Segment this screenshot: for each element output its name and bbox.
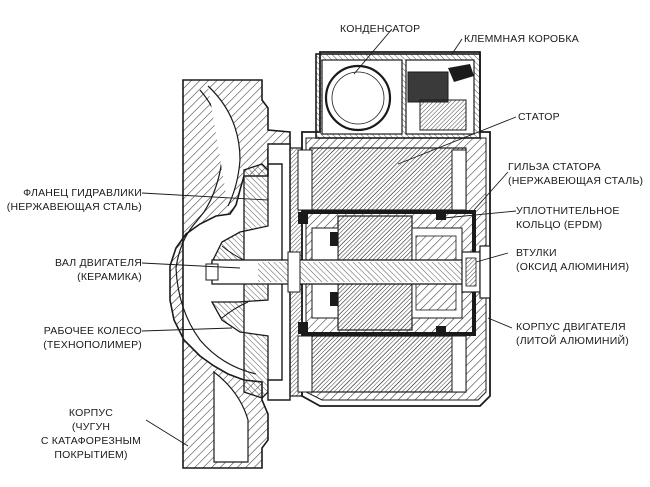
label-terminal-box: КЛЕММНАЯ КОРОБКА: [464, 33, 579, 45]
motor-shaft: [205, 259, 477, 285]
label-hydraulic-flange: ФЛАНЕЦ ГИДРАВЛИКИ (НЕРЖАВЕЮЩАЯ СТАЛЬ): [6, 187, 142, 213]
leader-motor-shaft: [141, 262, 241, 269]
leader-stator: [397, 116, 517, 165]
label-sealing-ring: УПЛОТНИТЕЛЬНОЕ КОЛЬЦО (EPDM): [516, 205, 620, 231]
label-motor-housing: КОРПУС ДВИГАТЕЛЯ (ЛИТОЙ АЛЮМИНИЙ): [516, 321, 629, 347]
leader-sealing-ring: [443, 210, 517, 219]
label-capacitor: КОНДЕНСАТОР: [340, 23, 421, 35]
leader-hydraulic-flange: [141, 192, 269, 201]
stator: [297, 147, 467, 393]
capacitor: [324, 64, 392, 132]
label-motor-shaft: ВАЛ ДВИГАТЕЛЯ (КЕРАМИКА): [54, 257, 142, 283]
leader-capacitor: [353, 28, 393, 75]
leader-motor-housing: [487, 317, 513, 329]
leader-terminal-box: [451, 38, 463, 55]
label-stator-sleeve: ГИЛЬЗА СТАТОРА (НЕРЖАВЕЮЩАЯ СТАЛЬ): [508, 161, 644, 187]
leader-stator-sleeve: [473, 171, 509, 211]
bushings: [287, 245, 491, 299]
pump-body: [169, 79, 291, 469]
leader-lines: [141, 28, 517, 447]
label-stator: СТАТОР: [518, 111, 560, 123]
sealing-rings: [298, 212, 446, 334]
leader-pump-body: [145, 419, 189, 447]
label-bushings: ВТУЛКИ (ОКСИД АЛЮМИНИЯ): [516, 247, 630, 273]
label-pump-body: КОРПУС (ЧУГУН С КАТАФОРЕЗНЫМ ПОКРЫТИЕМ): [40, 407, 142, 461]
label-impeller: РАБОЧЕЕ КОЛЕСО (ТЕХНОПОЛИМЕР): [43, 325, 142, 351]
leader-bushings: [475, 252, 509, 263]
leader-impeller: [141, 327, 233, 332]
